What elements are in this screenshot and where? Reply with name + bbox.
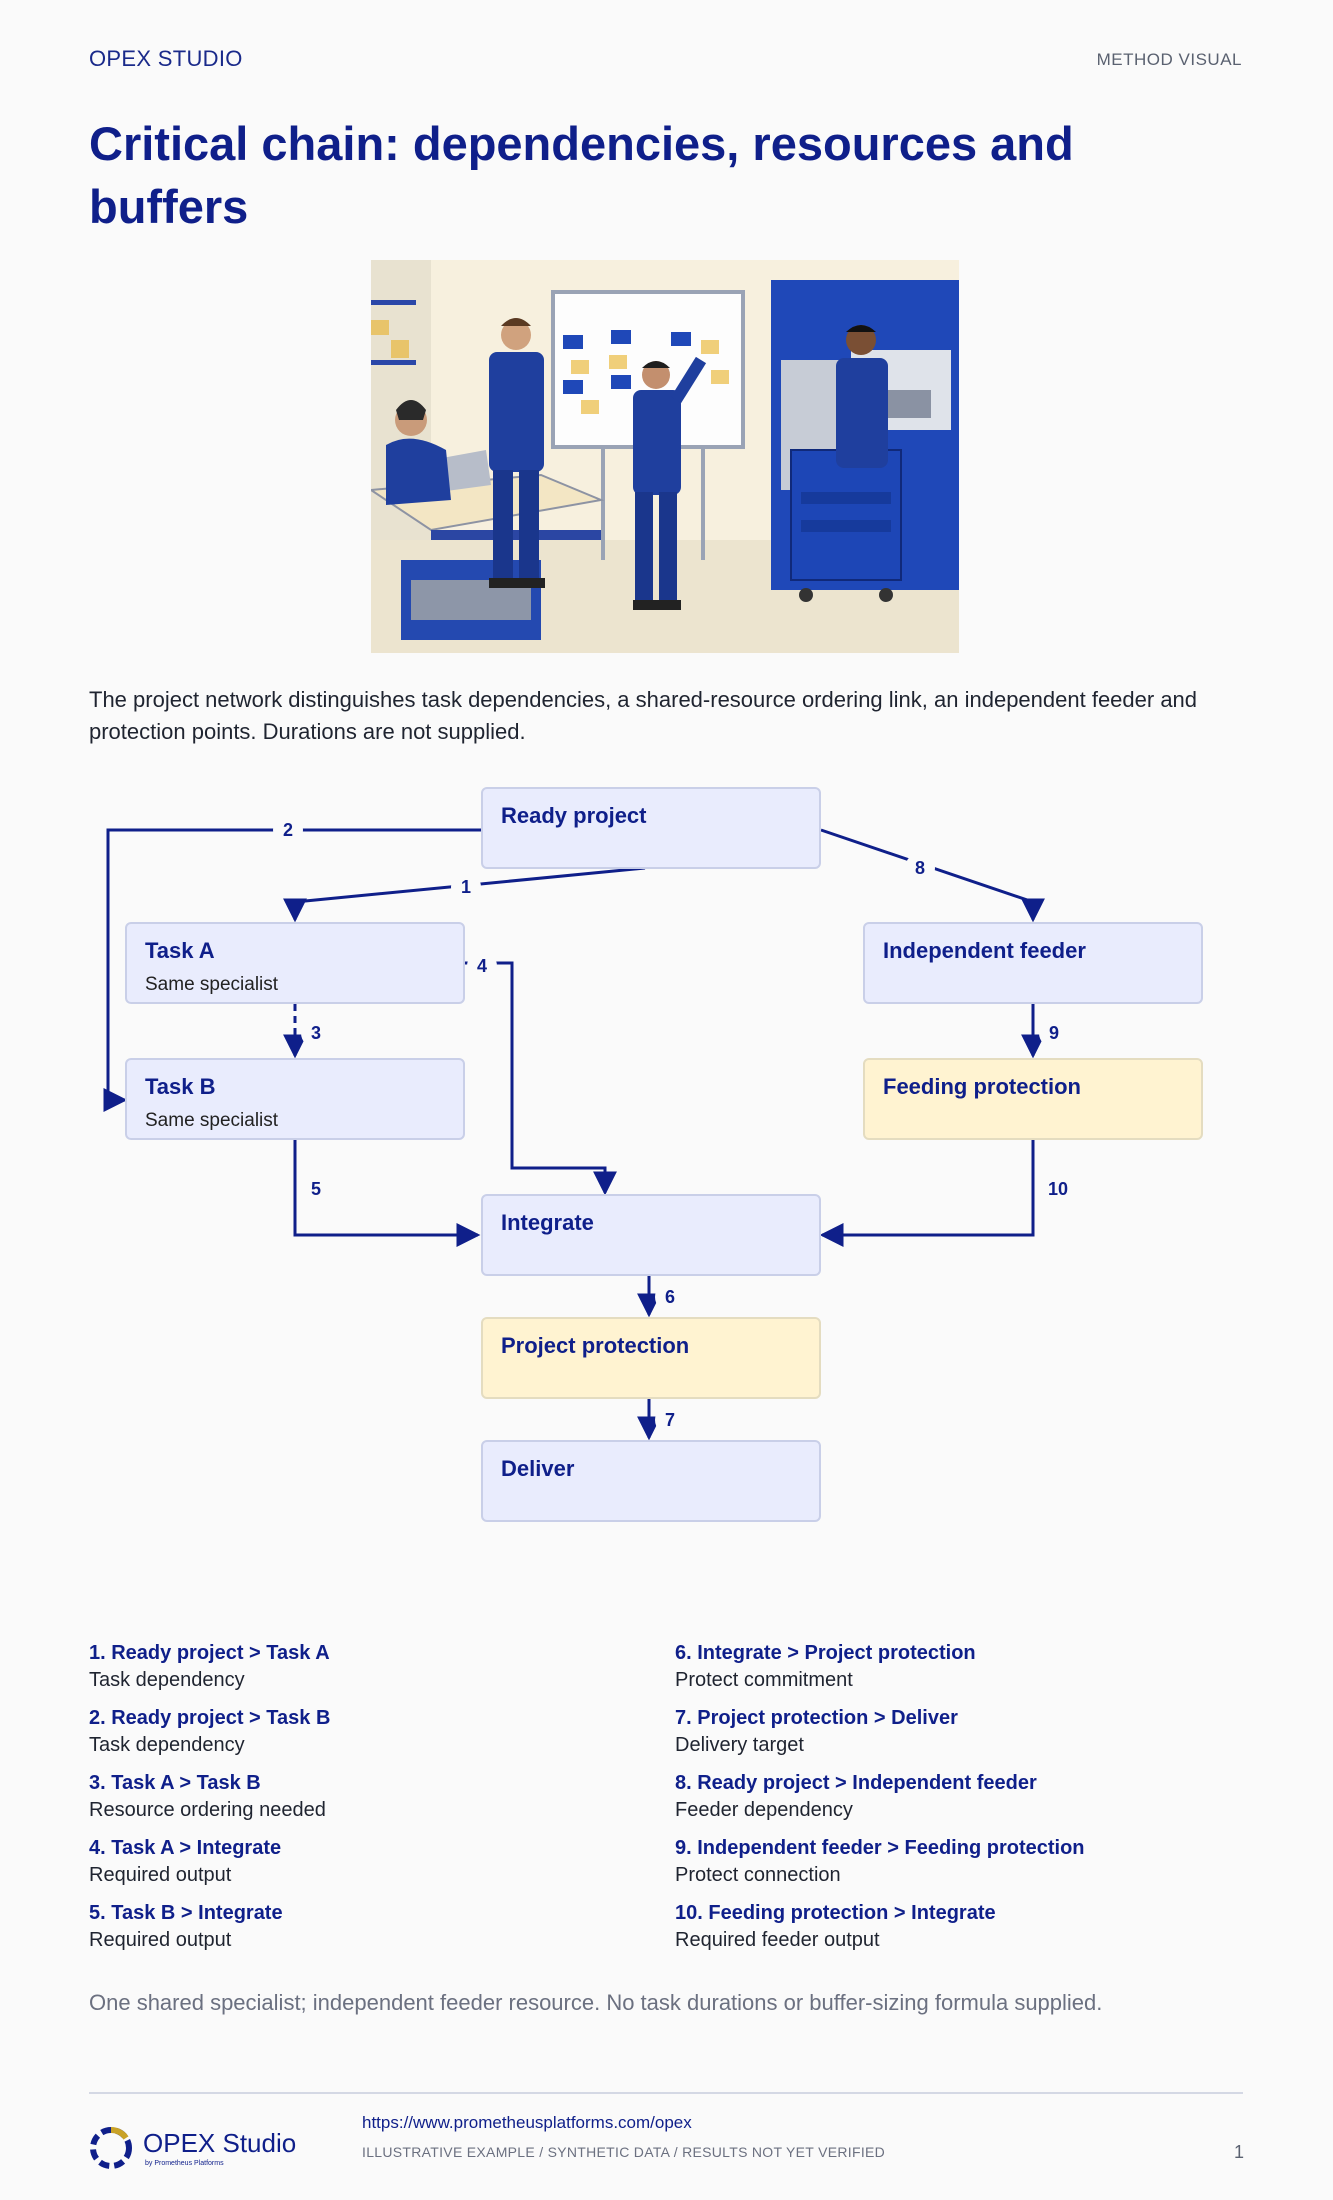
footer-disclaimer: ILLUSTRATIVE EXAMPLE / SYNTHETIC DATA / …	[362, 2144, 886, 2160]
edge-label-8: 8	[905, 853, 935, 883]
legend-item-title: 5. Task B > Integrate	[89, 1902, 283, 1924]
legend-item-title: 7. Project protection > Deliver	[675, 1707, 958, 1729]
edge-label-10: 10	[1043, 1174, 1073, 1204]
legend-item-desc: Protect commitment	[675, 1669, 853, 1691]
edge-10	[819, 1140, 1035, 1247]
node-deliver: Deliver	[481, 1440, 821, 1522]
edge-label-7: 7	[655, 1405, 685, 1435]
node-independent-feeder: Independent feeder	[863, 922, 1203, 1004]
legend-item: 10. Feeding protection > Integrate Requi…	[675, 1900, 1235, 1965]
legend-item: 3. Task A > Task B Resource ordering nee…	[89, 1770, 649, 1835]
footer-divider	[89, 2092, 1243, 2094]
legend-item-desc: Required feeder output	[675, 1929, 880, 1951]
legend-item-desc: Task dependency	[89, 1734, 245, 1756]
node-subtitle: Same specialist	[145, 974, 279, 995]
legend-item: 1. Ready project > Task A Task dependenc…	[89, 1640, 649, 1705]
edge-4	[465, 961, 617, 1196]
node-title: Feeding protection	[883, 1074, 1081, 1099]
node-title: Ready project	[501, 803, 647, 828]
legend-item-desc: Feeder dependency	[675, 1799, 853, 1821]
node-title: Integrate	[501, 1210, 594, 1235]
edge-label-4: 4	[467, 951, 497, 981]
node-integrate: Integrate	[481, 1194, 821, 1276]
node-title: Project protection	[501, 1333, 690, 1358]
legend-item-desc: Protect connection	[675, 1864, 841, 1886]
legend-item: 6. Integrate > Project protection Protec…	[675, 1640, 1235, 1705]
node-title: Task B	[145, 1074, 216, 1099]
node-feeding-protection: Feeding protection	[863, 1058, 1203, 1140]
node-task-b: Task B Same specialist	[125, 1058, 465, 1140]
legend-column-right: 6. Integrate > Project protection Protec…	[675, 1640, 1235, 1965]
intro-text: The project network distinguishes task d…	[89, 687, 1198, 744]
legend-item-desc: Resource ordering needed	[89, 1799, 326, 1821]
edge-label-3: 3	[301, 1018, 331, 1048]
brand-name: OPEX STUDIO	[89, 46, 243, 71]
node-subtitle: Same specialist	[145, 1110, 279, 1131]
legend-item-title: 3. Task A > Task B	[89, 1772, 261, 1794]
legend-item: 2. Ready project > Task B Task dependenc…	[89, 1705, 649, 1770]
legend-column-left: 1. Ready project > Task A Task dependenc…	[89, 1640, 649, 1965]
node-task-a: Task A Same specialist	[125, 922, 465, 1004]
legend-item: 9. Independent feeder > Feeding protecti…	[675, 1835, 1235, 1900]
legend-item-desc: Delivery target	[675, 1734, 804, 1756]
node-project-protection: Project protection	[481, 1317, 821, 1399]
edge-label-2: 2	[273, 815, 303, 845]
legend-item-title: 1. Ready project > Task A	[89, 1642, 330, 1664]
footer-url-link[interactable]: https://www.prometheusplatforms.com/opex	[362, 2113, 692, 2132]
legend-item-title: 4. Task A > Integrate	[89, 1837, 282, 1859]
footer-brand-sub: by Prometheus Platforms	[145, 2160, 224, 2167]
node-title: Independent feeder	[883, 938, 1086, 963]
page-number: 1	[1233, 2142, 1244, 2162]
node-ready-project: Ready project	[481, 787, 821, 869]
workshop-illustration	[371, 260, 959, 653]
edge-label-5: 5	[301, 1174, 331, 1204]
section-label: METHOD VISUAL	[1096, 50, 1242, 69]
legend-item-title: 6. Integrate > Project protection	[675, 1642, 976, 1664]
edge-1	[283, 866, 646, 923]
node-title: Deliver	[501, 1456, 575, 1481]
edge-label-6: 6	[655, 1282, 685, 1312]
edge-8	[820, 828, 1045, 923]
edge-label-1: 1	[451, 872, 481, 902]
legend-item-title: 8. Ready project > Independent feeder	[675, 1772, 1037, 1794]
legend-item-title: 9. Independent feeder > Feeding protecti…	[675, 1837, 1085, 1859]
legend-item-desc: Task dependency	[89, 1669, 245, 1691]
legend-item-title: 10. Feeding protection > Integrate	[675, 1902, 996, 1924]
edge-label-9: 9	[1039, 1018, 1069, 1048]
edge-5	[293, 1140, 481, 1247]
assumptions-note: One shared specialist; independent feede…	[89, 1990, 1103, 2015]
footer-brand: OPEX Studio	[143, 2128, 297, 2158]
legend-item-title: 2. Ready project > Task B	[89, 1707, 331, 1729]
legend-item: 8. Ready project > Independent feeder Fe…	[675, 1770, 1235, 1835]
legend-item: 7. Project protection > Deliver Delivery…	[675, 1705, 1235, 1770]
legend-item-desc: Required output	[89, 1929, 232, 1951]
legend-item: 5. Task B > Integrate Required output	[89, 1900, 649, 1965]
opex-logo-icon	[89, 2126, 133, 2170]
page-title: Critical chain: dependencies, resources …	[89, 117, 1074, 233]
critical-chain-diagram: Ready project Task A Same specialist Ind…	[0, 770, 1333, 1530]
node-title: Task A	[145, 938, 215, 963]
legend-item: 4. Task A > Integrate Required output	[89, 1835, 649, 1900]
legend-item-desc: Required output	[89, 1864, 232, 1886]
